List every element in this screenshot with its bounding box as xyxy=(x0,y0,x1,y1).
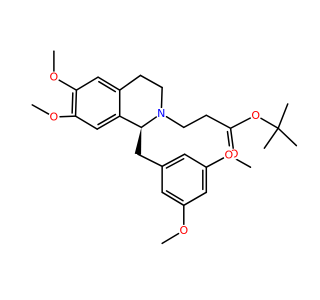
atom-o: O xyxy=(250,109,262,122)
bond-line xyxy=(118,74,142,91)
bond-line xyxy=(97,76,121,91)
bond-line xyxy=(229,117,252,129)
bond-line xyxy=(118,115,143,129)
background xyxy=(0,0,300,300)
bond-line xyxy=(183,114,208,129)
bonds-layer xyxy=(31,50,298,245)
bond-line xyxy=(74,115,98,130)
bond-line xyxy=(233,157,252,168)
bond-line xyxy=(260,117,279,129)
double-bond-line xyxy=(97,113,117,126)
bond-line xyxy=(277,127,298,147)
bond-line xyxy=(31,104,50,115)
bond-line xyxy=(59,115,77,118)
double-bond-line xyxy=(165,190,184,202)
bond-line xyxy=(161,232,180,245)
bond-line xyxy=(161,153,186,168)
bond-line xyxy=(183,191,208,207)
atom-o: O xyxy=(48,110,60,123)
atom-n: N xyxy=(155,107,167,120)
bond-line xyxy=(58,79,78,91)
atom-label: O xyxy=(50,71,59,84)
bond-line xyxy=(229,127,234,150)
bond-line xyxy=(96,115,121,130)
bond-line xyxy=(140,116,158,129)
bond-line xyxy=(277,103,289,129)
double-bond-line xyxy=(226,130,231,147)
bond-line xyxy=(183,153,208,168)
double-bond-line xyxy=(71,92,74,114)
atom-label: O xyxy=(224,149,233,162)
bond-line xyxy=(75,76,99,91)
atom-label: N xyxy=(157,107,165,120)
atoms-layer: NOOOOOO xyxy=(48,71,262,237)
bond-line xyxy=(161,191,185,207)
bond-line xyxy=(139,74,163,89)
bond-line xyxy=(160,86,163,109)
atom-o: O xyxy=(178,224,190,237)
bond-line xyxy=(205,114,232,129)
bond-line xyxy=(74,89,78,117)
atom-label: O xyxy=(251,109,260,122)
atom-label: O xyxy=(50,110,59,123)
bond-line xyxy=(263,127,279,149)
bond-line xyxy=(205,157,225,168)
bond-line xyxy=(165,115,185,129)
atom-o: O xyxy=(48,71,60,84)
atom-o: O xyxy=(223,149,235,162)
atom-label: O xyxy=(179,224,188,237)
double-bond-line xyxy=(98,80,117,93)
molecule-structure: NOOOOOO xyxy=(0,0,300,300)
wedge-bond xyxy=(134,127,142,155)
bond-line xyxy=(137,153,163,168)
double-bond-line xyxy=(165,157,185,169)
